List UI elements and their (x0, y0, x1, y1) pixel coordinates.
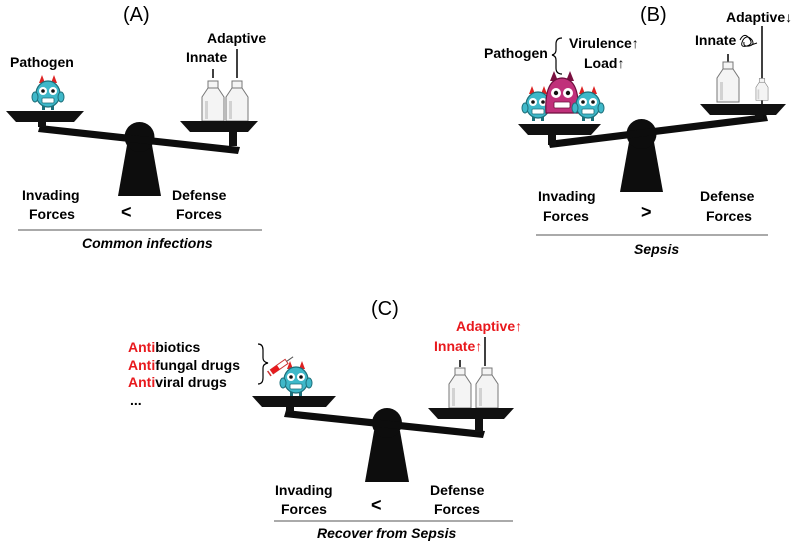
panel-a-adaptive-bottle (225, 80, 249, 122)
panel-c-drug-3-prefix: Anti (128, 374, 155, 390)
panel-b-load-label: Load↑ (584, 55, 624, 71)
panel-a: (A) Pathogen Adaptive Innate Invading Fo… (6, 4, 266, 251)
panel-c-label: (C) (371, 298, 399, 320)
panel-b-innate-bottle (716, 61, 740, 103)
panel-b-label: (B) (640, 4, 667, 26)
panel-a-innate-bottle (201, 80, 225, 122)
panel-a-comparator: < (121, 202, 132, 222)
panel-b-defense-line1: Defense (700, 188, 755, 204)
panel-c-innate-bottle (448, 367, 472, 409)
panel-c-adaptive-bottle (475, 367, 499, 409)
panel-b-brace (551, 37, 563, 75)
panel-a-defense-line2: Forces (176, 206, 222, 222)
panel-c-drug-3: Antiviral drugs (128, 374, 227, 390)
panel-c-defense-line1: Defense (430, 482, 485, 498)
panel-a-caption: Common infections (82, 235, 213, 251)
panel-b-invading-line1: Invading (538, 188, 596, 204)
panel-b-adaptive-bottle (755, 78, 769, 101)
panel-c-ellipsis: ... (130, 392, 142, 408)
panel-a-adaptive-label: Adaptive (207, 30, 266, 46)
panel-c-comparator: < (371, 495, 382, 515)
panel-c-brace (257, 343, 269, 385)
panel-c-caption: Recover from Sepsis (317, 525, 456, 541)
panel-b-adaptive-label: Adaptive↓ (726, 9, 792, 25)
panel-b-invading-line2: Forces (543, 208, 589, 224)
panel-c-innate-label: Innate↑ (434, 338, 482, 354)
panel-c-scale (252, 396, 514, 482)
panel-c-drug-2-rest: fungal drugs (155, 357, 240, 373)
panel-c-drug-2: Antifungal drugs (128, 357, 240, 373)
panel-a-invading-line1: Invading (22, 187, 80, 203)
panel-a-label: (A) (123, 4, 150, 26)
panel-b-scale (518, 104, 786, 192)
panel-c-drug-3-rest: viral drugs (155, 374, 227, 390)
panel-a-scale (6, 111, 258, 196)
panel-c-defense-line2: Forces (434, 501, 480, 517)
panel-c-adaptive-label: Adaptive↑ (456, 318, 522, 334)
panel-c-drug-1-prefix: Anti (128, 339, 155, 355)
panel-a-defense-line1: Defense (172, 187, 227, 203)
panel-a-invading-line2: Forces (29, 206, 75, 222)
panel-c-drug-2-prefix: Anti (128, 357, 155, 373)
panel-c-drug-1-rest: biotics (155, 339, 200, 355)
panel-b-tangle-icon (739, 34, 758, 47)
panel-a-pathogen-icon (31, 74, 65, 111)
panel-a-innate-label: Innate (186, 49, 227, 65)
panel-b-caption: Sepsis (634, 241, 679, 257)
panel-b-defense-line2: Forces (706, 208, 752, 224)
syringe-icon (267, 356, 294, 377)
panel-a-pathogen-label: Pathogen (10, 54, 74, 70)
panel-b-comparator: > (641, 202, 652, 222)
panel-b-pathogen-label: Pathogen (484, 45, 548, 61)
panel-c-drug-1: Antibiotics (128, 339, 201, 355)
panel-b-virulence-label: Virulence↑ (569, 35, 639, 51)
panel-b-innate-label: Innate (695, 32, 736, 48)
panel-c: (C) Antibiotics Antifungal drugs Antivir… (128, 298, 522, 541)
panel-b: (B) Pathogen Virulence↑ Load↑ Adaptive↓ … (484, 4, 792, 257)
panel-c-invading-line1: Invading (275, 482, 333, 498)
panel-c-invading-line2: Forces (281, 501, 327, 517)
